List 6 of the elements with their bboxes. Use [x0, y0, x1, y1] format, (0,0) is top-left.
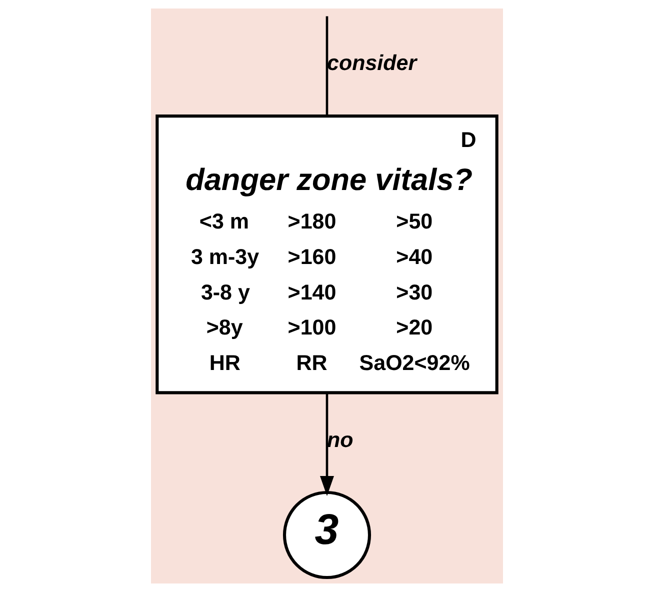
edge-label: no [327, 428, 354, 452]
node-circle: 3 [282, 490, 372, 580]
node-box: D danger zone vitals? <3 m >180 >50 3 m-3y >160 >40 3-8 y >140 >30 >8y >100 >20 HR RR SaO2<92% [156, 114, 498, 394]
connector [326, 16, 328, 116]
arrow [320, 393, 334, 496]
edge-label: consider [327, 51, 417, 76]
